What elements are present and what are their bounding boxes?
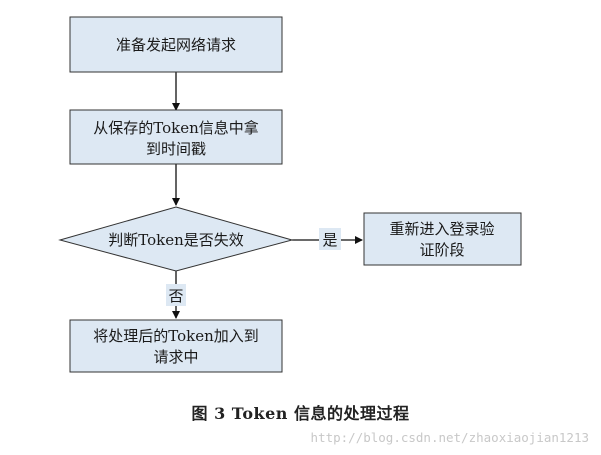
node-fetch-timestamp-line-1: 从保存的Token信息中拿 [93,119,259,137]
yes-label: 是 [322,231,337,249]
no-label: 否 [168,287,183,305]
node-check-expired: 判断Token是否失效 [58,206,294,272]
node-attach-token: 将处理后的Token加入到 请求中 [69,319,283,373]
node-relogin-line-2: 证阶段 [419,241,464,259]
no-label-bg [166,284,186,306]
node-relogin-line-1: 重新进入登录验 [389,220,494,238]
figure-caption: 图 3 Token 信息的处理过程 [191,404,410,423]
node-attach-token-line-1: 将处理后的Token加入到 [93,327,259,345]
yes-label-bg [319,228,341,250]
node-fetch-timestamp: 从保存的Token信息中拿 到时间戳 [69,109,283,165]
node-prepare-request-line-1: 准备发起网络请求 [116,36,236,54]
watermark-url: http://blog.csdn.net/zhaoxiaojian1213 [310,430,589,445]
flowchart: 是 否 准备发起网络请求 从保存的Token信息中拿 到时间戳 判断Token是… [58,16,522,373]
node-check-expired-label: 判断Token是否失效 [108,231,244,249]
node-attach-token-line-2: 请求中 [153,348,198,366]
node-prepare-request: 准备发起网络请求 [69,16,283,73]
node-relogin: 重新进入登录验 证阶段 [363,212,522,266]
node-fetch-timestamp-line-2: 到时间戳 [146,140,206,158]
